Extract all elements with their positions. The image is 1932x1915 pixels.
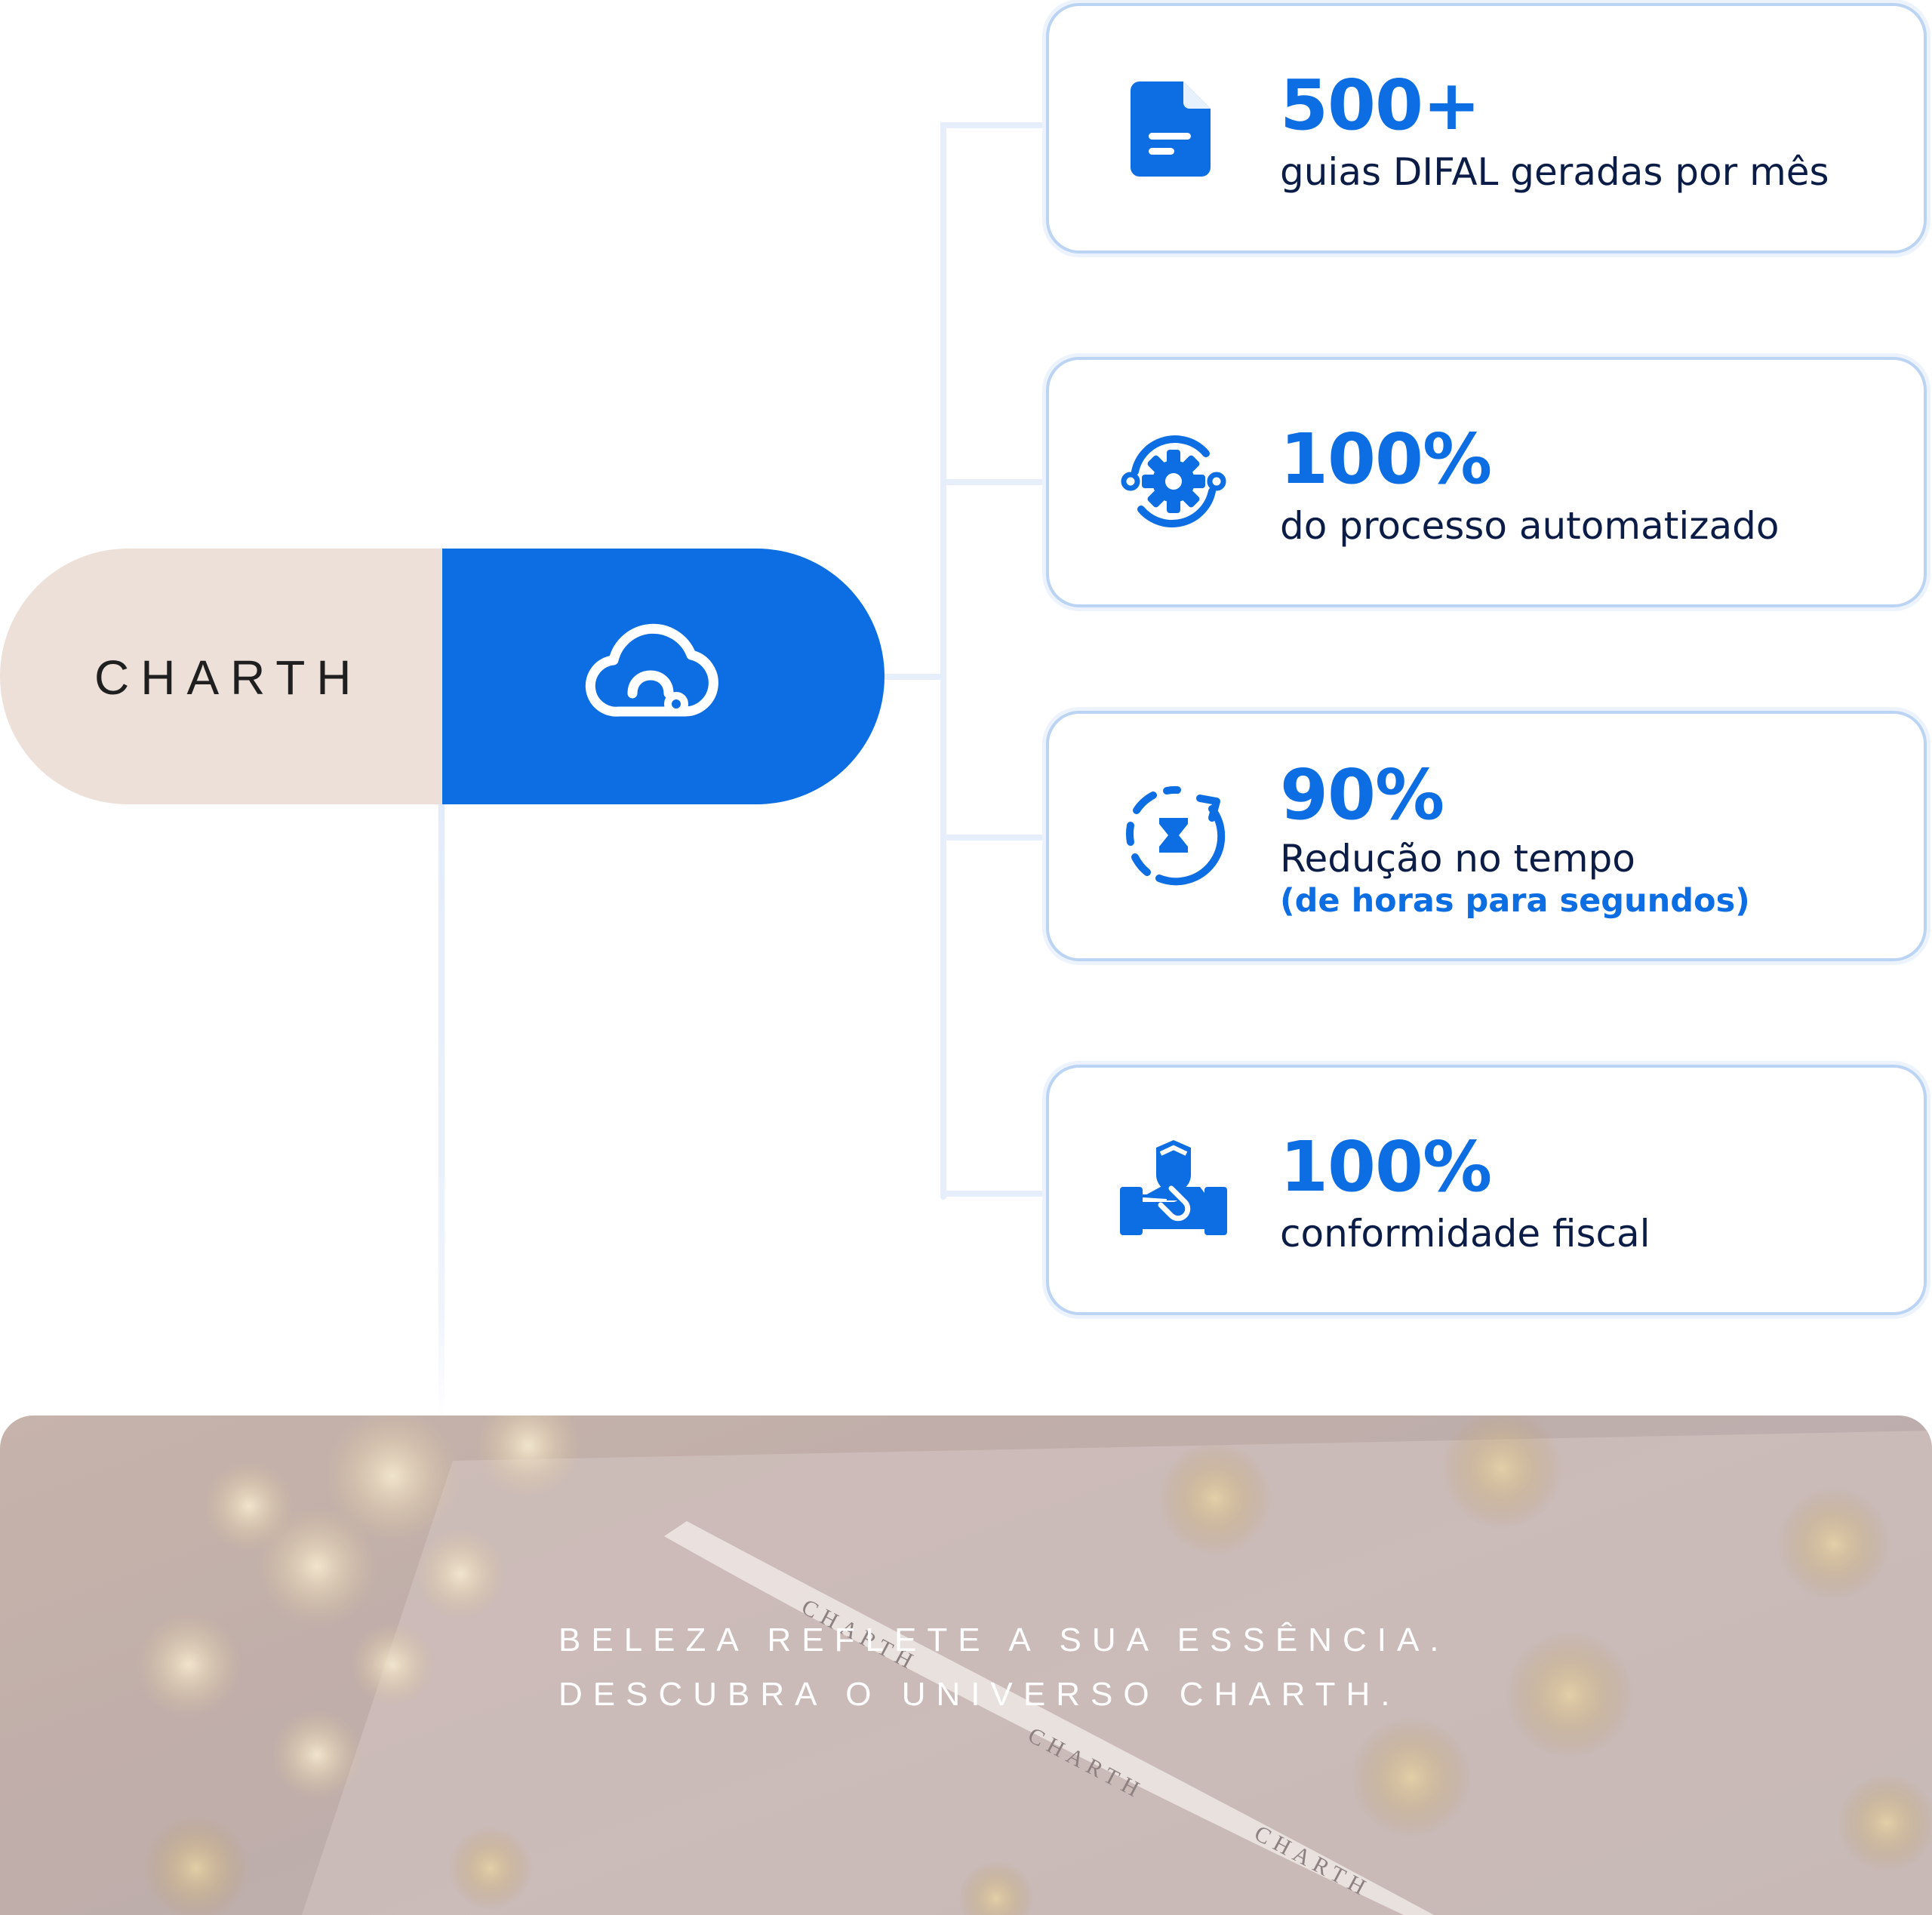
connector-branch-3 [940,835,1048,841]
brand-pill-left [0,549,442,804]
banner-tagline-2: DESCUBRA O UNIVERSO CHARTH. [558,1676,1401,1713]
stat-sublabel: (de horas para segundos) [1280,882,1750,920]
stat-card-automacao: 100% do processo automatizado [1046,357,1927,607]
brand-banner-image: CHARTH CHARTH CHARTH BELEZA REFLETE A SU… [0,1416,1932,1915]
connector-branch-1 [940,122,1048,128]
stat-card-guias: 500+ guias DIFAL geradas por mês [1046,3,1927,254]
handshake-user-icon [1120,1140,1227,1235]
brand-logo-text: CHARTH [94,650,363,705]
document-icon [1131,81,1211,177]
banner-tagline-1: BELEZA REFLETE A SUA ESSÊNCIA. [558,1621,1450,1658]
connector-pill [884,674,945,680]
stat-label: conformidade fiscal [1280,1212,1651,1256]
connector-branch-2 [940,479,1048,485]
gear-sync-icon [1121,435,1226,527]
stat-value: 500+ [1280,65,1481,146]
stat-value: 100% [1280,419,1492,499]
stat-label: do processo automatizado [1280,504,1780,548]
banner-decoration: CHARTH CHARTH CHARTH [0,1416,1932,1915]
stat-label: guias DIFAL geradas por mês [1280,150,1829,194]
connector-trunk [940,122,946,1200]
stat-card-reducao: 90% Redução no tempo (de horas para segu… [1046,711,1927,961]
connector-branch-4 [940,1191,1048,1197]
stat-value: 90% [1280,755,1444,835]
cloud-icon [585,623,718,717]
connector-down [438,804,445,1423]
stat-label: Redução no tempo [1280,837,1635,881]
stat-card-conformidade: 100% conformidade fiscal [1046,1065,1927,1315]
stat-value: 100% [1280,1127,1492,1207]
hourglass-timer-icon [1125,785,1226,886]
